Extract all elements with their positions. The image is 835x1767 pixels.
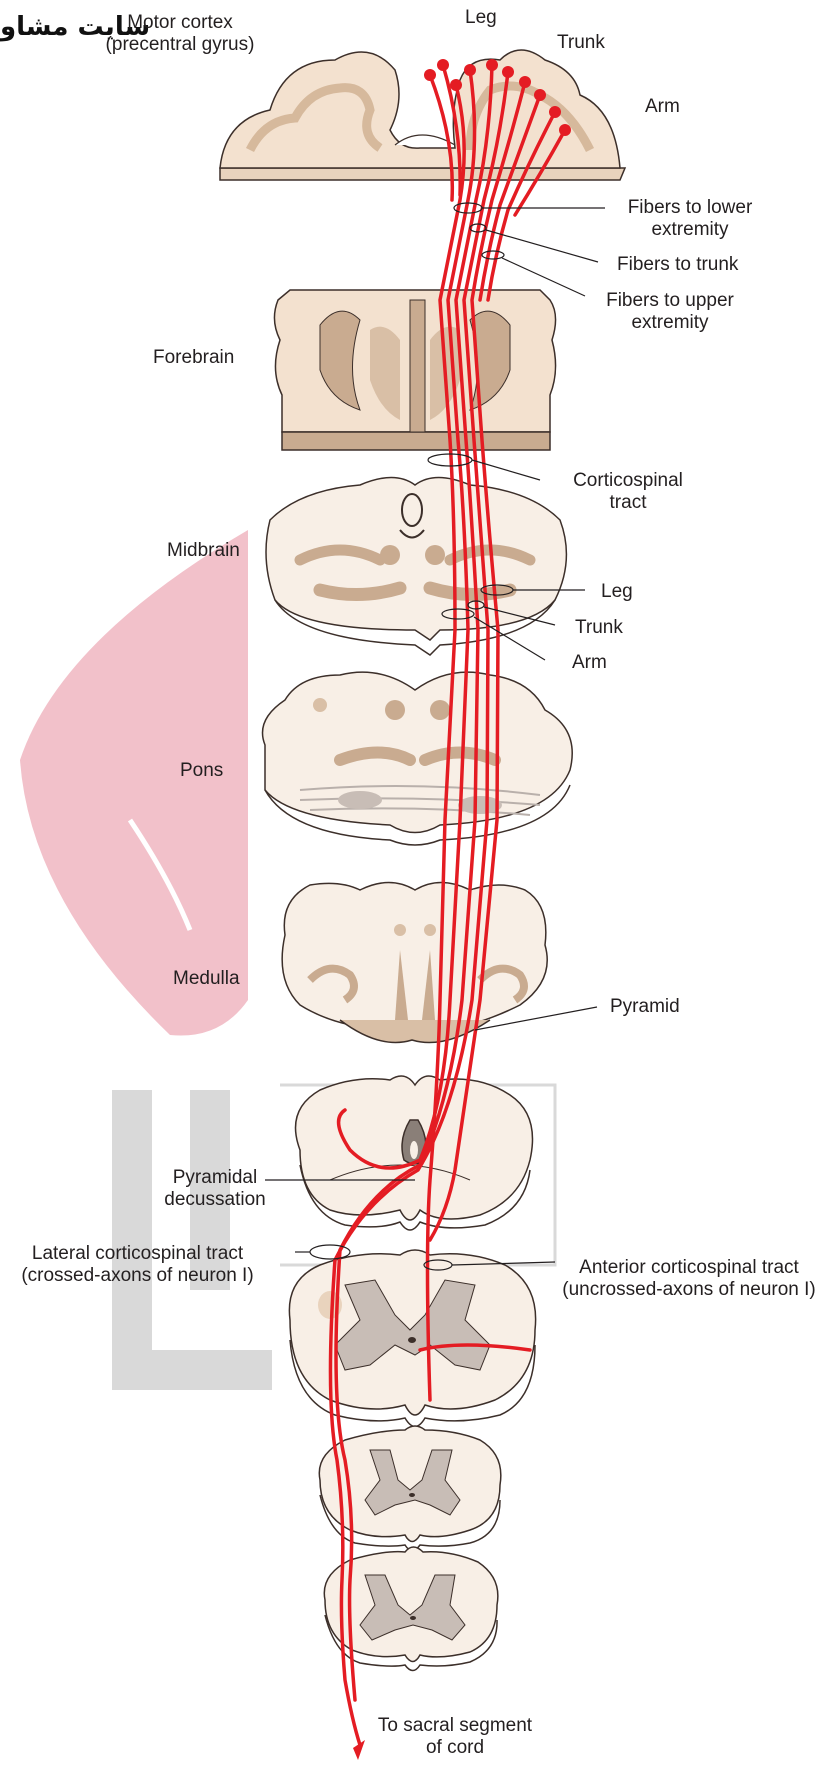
medulla-section — [282, 883, 547, 1043]
anterior-tract-label: Anterior corticospinal tract (uncrossed-… — [545, 1257, 833, 1301]
lateral-tract-label: Lateral corticospinal tract (crossed-axo… — [5, 1243, 270, 1287]
midbrain-trunk-label: Trunk — [575, 617, 623, 639]
midbrain-leg-label: Leg — [601, 581, 633, 603]
corticospinal-tract-label: Corticospinal tract — [548, 470, 708, 514]
pyramidal-decussation-label: Pyramidal decussation — [150, 1167, 280, 1211]
anterior-tract-label-line1: Anterior corticospinal tract — [545, 1257, 833, 1279]
watermark-gray-bar-1 — [112, 1090, 152, 1390]
thoracic-cord-section — [319, 1426, 501, 1551]
decussation-section — [296, 1076, 533, 1230]
motor-cortex-label-line1: Motor cortex — [100, 12, 260, 34]
fibers-upper-label: Fibers to upper extremity — [590, 290, 750, 334]
watermark-pink-shape — [20, 530, 248, 1036]
forebrain-section — [274, 290, 555, 450]
anterior-tract-label-line2: (uncrossed-axons of neuron I) — [545, 1279, 833, 1301]
sacral-segment-label-line1: To sacral segment — [360, 1715, 550, 1737]
sacral-segment-label: To sacral segment of cord — [360, 1715, 550, 1759]
sacral-segment-label-line2: of cord — [360, 1737, 550, 1759]
fibers-upper-label-line1: Fibers to upper — [590, 290, 750, 312]
fibers-lower-label-line1: Fibers to lower — [610, 197, 770, 219]
watermark-gray-base — [112, 1350, 272, 1390]
fibers-lower-label-line2: extremity — [610, 219, 770, 241]
motor-cortex-label-line2: (precentral gyrus) — [100, 34, 260, 56]
pons-label: Pons — [180, 760, 223, 782]
midbrain-arm-label: Arm — [572, 652, 607, 674]
fibers-lower-label: Fibers to lower extremity — [610, 197, 770, 241]
medulla-label: Medulla — [173, 968, 240, 990]
lateral-tract-label-line1: Lateral corticospinal tract — [5, 1243, 270, 1265]
fibers-trunk-label: Fibers to trunk — [617, 254, 738, 276]
corticospinal-tract-label-line2: tract — [548, 492, 708, 514]
motor-cortex-section — [220, 50, 625, 180]
cervical-cord-section — [289, 1250, 535, 1427]
pyramid-label: Pyramid — [610, 996, 680, 1018]
motor-cortex-label: Motor cortex (precentral gyrus) — [100, 12, 260, 56]
forebrain-label: Forebrain — [153, 347, 234, 369]
midbrain-label: Midbrain — [167, 540, 240, 562]
midbrain-section — [266, 478, 566, 656]
trunk-label: Trunk — [557, 32, 605, 54]
fibers-upper-label-line2: extremity — [590, 312, 750, 334]
lateral-tract-label-line2: (crossed-axons of neuron I) — [5, 1265, 270, 1287]
leg-label: Leg — [465, 7, 497, 29]
pyramidal-decussation-label-line1: Pyramidal — [150, 1167, 280, 1189]
pons-section — [263, 672, 573, 845]
corticospinal-tract-label-line1: Corticospinal — [548, 470, 708, 492]
pyramidal-decussation-label-line2: decussation — [150, 1189, 280, 1211]
arm-label: Arm — [645, 96, 680, 118]
